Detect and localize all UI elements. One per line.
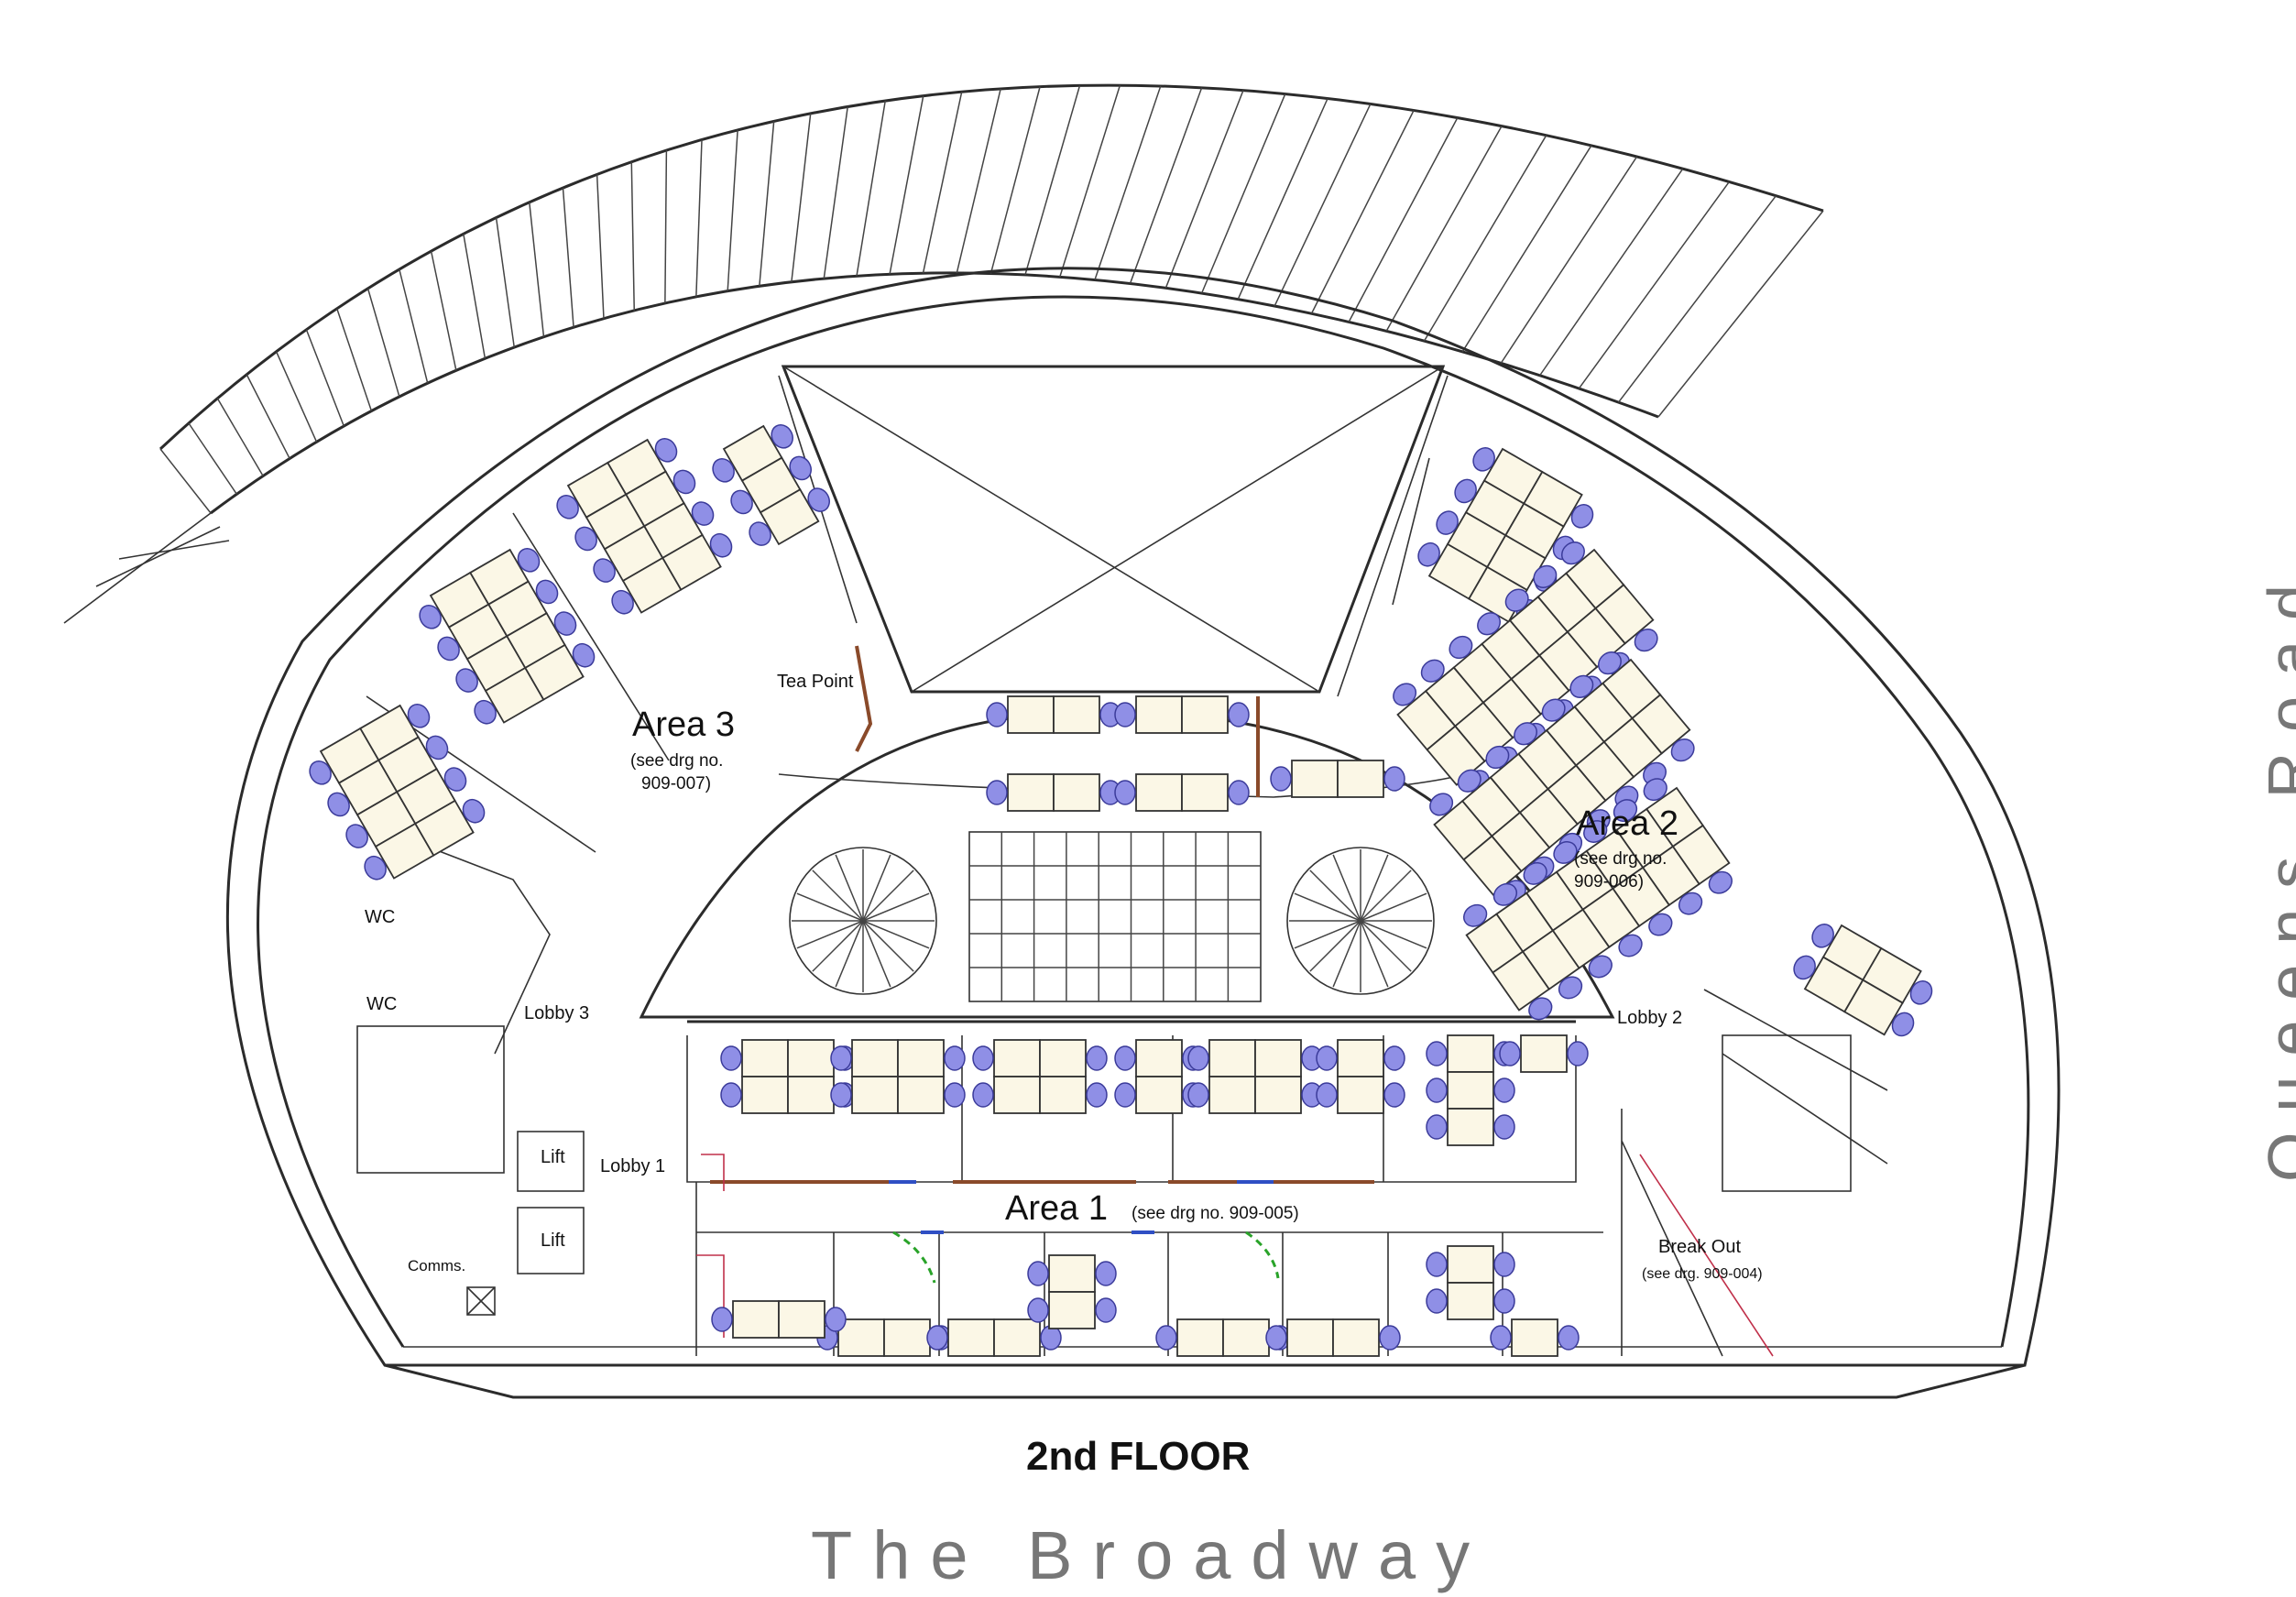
office-workstations bbox=[309, 424, 1933, 1357]
street-name-right: Queens Road bbox=[2255, 564, 2296, 1182]
wc-1-label: WC bbox=[365, 907, 396, 927]
area-3-label: Area 3 bbox=[632, 706, 735, 744]
workstation-cluster bbox=[1417, 447, 1594, 624]
area-2-label: Area 2 bbox=[1576, 804, 1678, 843]
spiral-stair-left bbox=[789, 847, 937, 995]
workstation-cluster bbox=[1793, 924, 1933, 1037]
area-3-ref-line1: (see drg no. bbox=[630, 751, 724, 771]
area-2-ref-line1: (see drg no. bbox=[1574, 849, 1667, 869]
break-out-label: Break Out bbox=[1658, 1237, 1742, 1257]
workstation-cluster bbox=[1027, 1254, 1117, 1329]
workstation-cluster bbox=[1265, 1318, 1401, 1357]
workstation-cluster bbox=[1187, 1039, 1323, 1114]
workstation-cluster bbox=[1316, 1039, 1405, 1114]
lift-2-label: Lift bbox=[541, 1231, 565, 1251]
street-name-bottom: The Broadway bbox=[811, 1517, 1491, 1593]
workstation-cluster bbox=[556, 438, 733, 615]
workstation-cluster bbox=[1499, 1034, 1589, 1073]
workstation-cluster bbox=[1426, 1034, 1515, 1146]
workstation-cluster bbox=[309, 704, 486, 881]
lift-1-label: Lift bbox=[541, 1147, 565, 1167]
area-2-ref-line2: 909-006) bbox=[1574, 872, 1645, 891]
workstation-cluster bbox=[986, 695, 1121, 734]
area-1-label: Area 1 bbox=[1005, 1189, 1108, 1228]
tea-point-label: Tea Point bbox=[777, 672, 854, 692]
workstation-cluster bbox=[1114, 695, 1250, 734]
lobby-2-label: Lobby 2 bbox=[1617, 1008, 1683, 1028]
workstation-cluster bbox=[830, 1039, 966, 1114]
workstation-cluster bbox=[419, 548, 596, 725]
workstation-cluster bbox=[972, 1039, 1108, 1114]
comms-label: Comms. bbox=[408, 1257, 466, 1274]
lobby-3-label: Lobby 3 bbox=[524, 1003, 590, 1023]
workstation-cluster bbox=[1114, 773, 1250, 812]
workstation-cluster bbox=[1463, 778, 1733, 1021]
lobby-1-label: Lobby 1 bbox=[600, 1156, 666, 1176]
building-outline bbox=[225, 267, 2061, 1399]
workstation-cluster bbox=[712, 424, 830, 546]
area-3-ref-line2: 909-007) bbox=[641, 774, 712, 793]
curved-glazing-canopy bbox=[63, 83, 1824, 624]
workstation-cluster bbox=[1426, 1245, 1515, 1320]
workstation-cluster bbox=[1490, 1318, 1580, 1357]
workstation-cluster bbox=[1155, 1318, 1291, 1357]
spiral-stair-right bbox=[1286, 847, 1435, 995]
workstation-cluster bbox=[926, 1318, 1062, 1357]
workstation-cluster bbox=[711, 1300, 847, 1339]
wc-2-label: WC bbox=[366, 994, 398, 1014]
central-rooflight-grid bbox=[968, 831, 1262, 1002]
area-1-ref: (see drg no. 909-005) bbox=[1132, 1204, 1299, 1223]
workstation-cluster bbox=[986, 773, 1121, 812]
workstation-cluster bbox=[1270, 760, 1405, 798]
floor-title: 2nd FLOOR bbox=[1026, 1434, 1251, 1479]
break-out-ref: (see drg. 909-004) bbox=[1642, 1266, 1763, 1282]
internal-walls bbox=[356, 375, 1888, 1357]
